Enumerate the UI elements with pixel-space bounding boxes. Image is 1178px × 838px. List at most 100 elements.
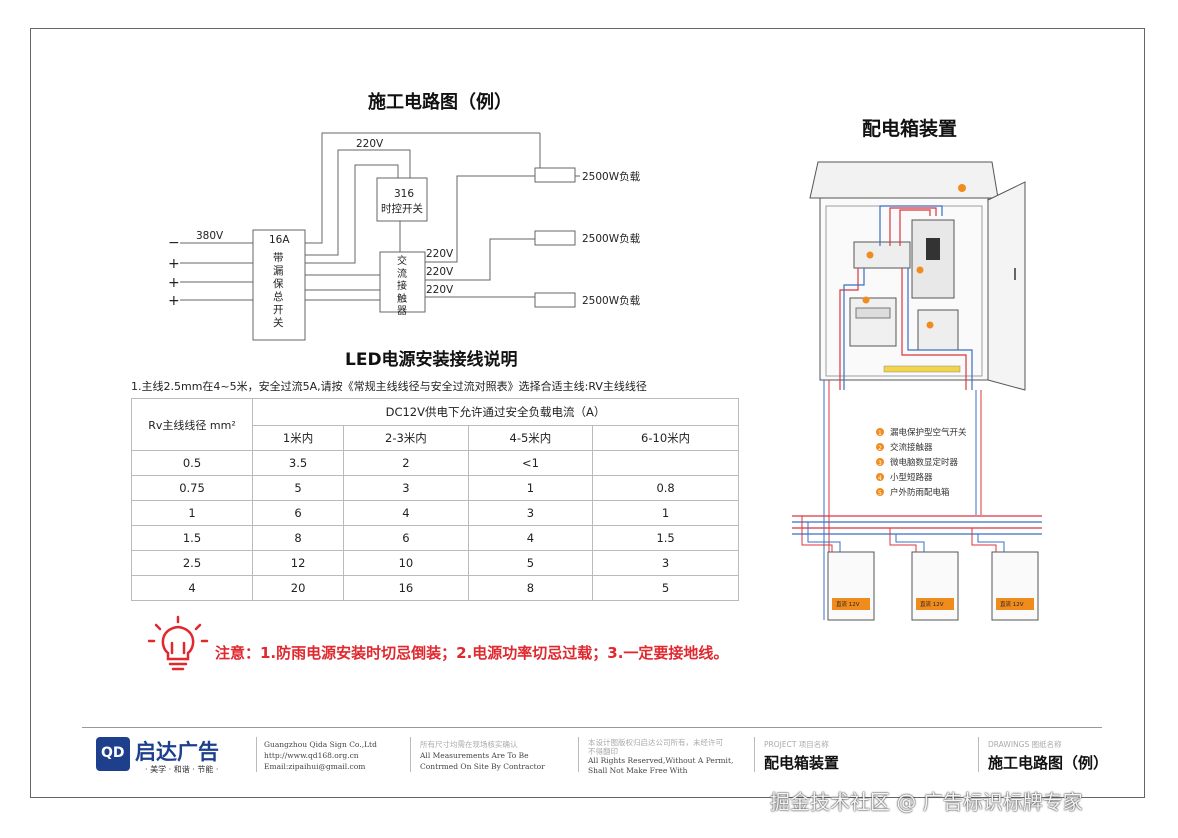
- legend-text: 微电脑数显定时器: [890, 457, 959, 468]
- plus-sign-2: +: [168, 275, 180, 291]
- cell: 2.5: [131, 550, 253, 576]
- cell: 6: [252, 500, 345, 526]
- legend-num: 4: [878, 475, 882, 482]
- drawing-name: 施工电路图（例）: [988, 754, 1109, 772]
- warning-text: 注意：1.防雨电源安装时切忌倒装；2.电源功率切忌过载；3.一定要接地线。: [215, 644, 729, 662]
- cell: 6: [343, 525, 469, 551]
- v220-c-label: 220V: [426, 284, 454, 296]
- company-website: http://www.qd168.org.cn: [264, 751, 359, 760]
- cell: 2: [343, 450, 469, 476]
- footer-separator: [754, 737, 755, 772]
- led-intro: 1.主线2.5mm在4~5米，安全过流5A,请按《常规主线线径与安全过流对照表》…: [131, 380, 647, 393]
- company-email: Email:zipaihui@gmail.com: [264, 762, 366, 771]
- psu-label: 直流 12V: [1000, 600, 1024, 608]
- v220-b-label: 220V: [426, 266, 454, 278]
- legend-num: 1: [878, 430, 882, 437]
- plus-sign-1: +: [168, 256, 180, 272]
- measure-note-cn: 所有尺寸均需在现场核实确认: [420, 740, 518, 749]
- footer-divider: [82, 727, 1102, 728]
- logo-mark: QD: [101, 745, 125, 761]
- cell: 16: [343, 575, 469, 601]
- cell: 3: [592, 550, 739, 576]
- brand-slogan: · 美学 · 和谐 · 节能 ·: [145, 765, 219, 774]
- cell: 10: [343, 550, 469, 576]
- cell: 12: [252, 550, 345, 576]
- legend-num: 2: [878, 445, 882, 452]
- brand-name: 启达广告: [135, 740, 219, 764]
- load2-label: 2500W负载: [582, 232, 641, 245]
- rights-note-en1: All Rights Reserved,Without A Permit,: [588, 756, 734, 765]
- cell: 3: [343, 475, 469, 501]
- sub-head: 1米内: [252, 425, 345, 451]
- cell: 1: [592, 500, 739, 526]
- timer-number: 316: [394, 188, 414, 200]
- cell: 1.5: [592, 525, 739, 551]
- psu-label: 直流 12V: [920, 600, 944, 608]
- cell: 8: [468, 575, 594, 601]
- sub-head: 2-3米内: [343, 425, 469, 451]
- cell: 5: [252, 475, 345, 501]
- col-head-wire: Rv主线线径 mm²: [131, 398, 253, 451]
- sub-head: 4-5米内: [468, 425, 594, 451]
- cell: 4: [343, 500, 469, 526]
- current-table: Rv主线线径 mm² DC12V供电下允许通过安全负载电流（A） 1米内 2-3…: [131, 398, 739, 601]
- legend-num: 3: [878, 460, 882, 467]
- cell: 8: [252, 525, 345, 551]
- drawing-label: DRAWINGS 图纸名称: [988, 740, 1062, 749]
- footer-separator: [578, 737, 579, 772]
- watermark-text: 掘金技术社区 @ 广告标识标牌专家: [770, 790, 1083, 814]
- cell: 3.5: [252, 450, 345, 476]
- v220-a-label: 220V: [426, 248, 454, 260]
- cell: 1.5: [131, 525, 253, 551]
- legend-text: 户外防雨配电箱: [890, 487, 950, 498]
- footer-separator: [256, 737, 257, 772]
- legend-text: 漏电保护型空气开关: [890, 427, 967, 438]
- cell: <1: [468, 450, 594, 476]
- measure-note-en2: Contrmed On Site By Contractor: [420, 762, 545, 771]
- minus-sign: −: [168, 235, 180, 251]
- breaker-label: 带漏保总开关: [273, 252, 284, 329]
- measure-note-en1: All Measurements Are To Be: [420, 751, 529, 760]
- rights-note-cn2: 不得翻印: [588, 747, 618, 756]
- cell: [592, 450, 739, 476]
- psu-label: 直流 12V: [836, 600, 860, 608]
- sub-head: 6-10米内: [592, 425, 739, 451]
- rights-note-en2: Shall Not Make Free With: [588, 766, 688, 775]
- cell: 5: [468, 550, 594, 576]
- contactor-label: 交流接触器: [397, 256, 407, 317]
- span-head: DC12V供电下允许通过安全负载电流（A）: [252, 398, 739, 426]
- drawing-frame: [30, 28, 1145, 798]
- cell: 1: [468, 475, 594, 501]
- distribution-box-illustration: 1 2 3 4 5 漏电保护型空气开关 交流接触器 微电脑数显定时器 小型短路器…: [792, 161, 1042, 621]
- cell: 0.8: [592, 475, 739, 501]
- brand-logo-icon: QD: [96, 737, 130, 771]
- v380-label: 380V: [196, 230, 224, 242]
- circuit-diagram: 380V 16A 220V 316 时控开关 220V 220V 220V 25…: [168, 132, 641, 341]
- rights-note-cn: 本设计图版权归启达公司所有，未经许可: [588, 738, 723, 747]
- load1-label: 2500W负载: [582, 170, 641, 183]
- load3-label: 2500W负载: [582, 294, 641, 307]
- cell: 5: [592, 575, 739, 601]
- box-title: 配电箱装置: [862, 118, 958, 140]
- cell: 4: [131, 575, 253, 601]
- lightbulb-icon: [148, 615, 209, 671]
- project-label: PROJECT 项目名称: [764, 740, 829, 749]
- company-name: Guangzhou Qida Sign Co.,Ltd: [264, 740, 377, 749]
- legend-num: 5: [878, 490, 882, 497]
- cell: 3: [468, 500, 594, 526]
- legend-text: 小型短路器: [890, 472, 933, 483]
- footer-separator: [978, 737, 979, 772]
- cell: 4: [468, 525, 594, 551]
- legend-text: 交流接触器: [890, 442, 933, 453]
- cell: 1: [131, 500, 253, 526]
- project-name: 配电箱装置: [764, 754, 840, 772]
- footer-separator: [410, 737, 411, 772]
- v220-top-label: 220V: [356, 138, 384, 150]
- led-title: LED电源安装接线说明: [345, 350, 518, 370]
